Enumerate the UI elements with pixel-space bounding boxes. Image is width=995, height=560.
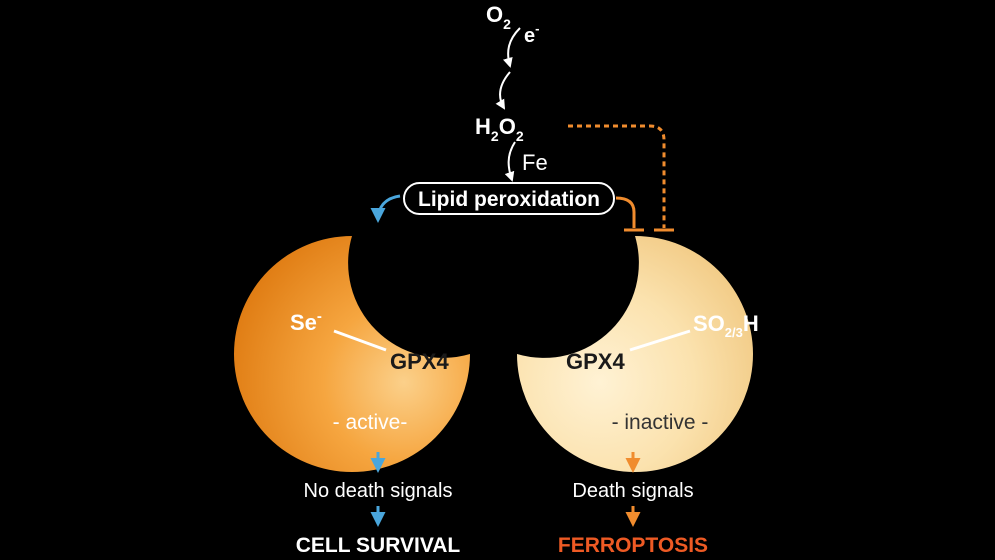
gpx4-inactive-label: GPX4 (566, 349, 625, 374)
selenium-label: Se- (290, 308, 322, 335)
reduction-arrow (495, 71, 511, 110)
lipid-peroxidation-box (403, 182, 615, 215)
sulfonic-bond-line (629, 329, 691, 352)
fe-label: Fe (522, 150, 548, 175)
ferroptosis-label: FERROPTOSIS (558, 534, 708, 557)
lipid-inhibition-line (615, 196, 636, 228)
h2o2-label: H2O2 (475, 114, 524, 144)
o2-label: O2 (486, 2, 511, 32)
gpx4-active-label: GPX4 (390, 349, 449, 374)
activation-arrow (370, 194, 401, 223)
active-state-label: - active- (333, 411, 408, 434)
cell-survival-label: CELL SURVIVAL (296, 534, 461, 557)
gpx4-inactive-crescent (517, 236, 753, 472)
inactive-state-label: - inactive - (612, 411, 709, 434)
se-bond-line (333, 329, 387, 352)
lipid-peroxidation-label: Lipid peroxidation (418, 188, 600, 211)
sulfonic-label: SO2/3H (693, 311, 759, 340)
electron-label: e- (524, 21, 539, 47)
no-death-signals-label: No death signals (304, 480, 453, 502)
gpx4-active-crescent (234, 236, 470, 472)
fenton-arrow (504, 141, 516, 182)
death-signals-label: Death signals (572, 480, 693, 502)
electron-arrow (502, 27, 521, 68)
h2o2-inhibition-dashed (568, 124, 666, 228)
